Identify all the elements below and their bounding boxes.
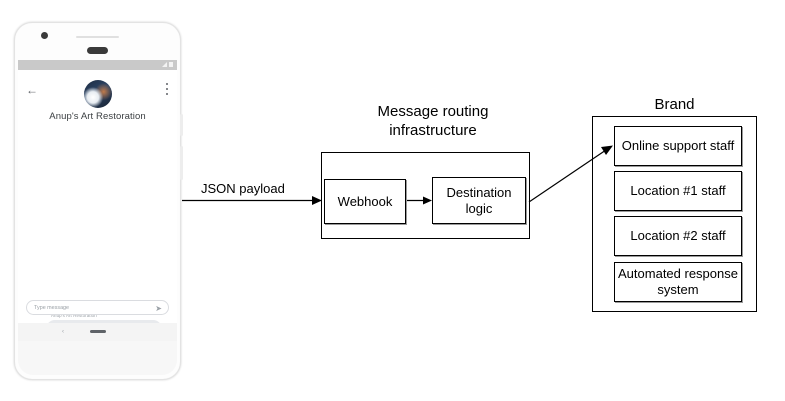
recipient-automated-response-system[interactable]: Automated response system bbox=[614, 262, 742, 302]
nav-home-pill-icon[interactable] bbox=[90, 330, 106, 333]
phone-mockup: ← Anup's Art Restoration Anup's Art Rest… bbox=[14, 22, 183, 380]
overflow-menu-icon[interactable] bbox=[166, 83, 169, 96]
message-input-placeholder[interactable]: Type message bbox=[34, 305, 70, 311]
earpiece-icon bbox=[76, 36, 119, 38]
phone-power-button[interactable] bbox=[180, 114, 183, 136]
signal-triangle-icon bbox=[162, 62, 167, 67]
arrow-destination-to-brand bbox=[528, 145, 613, 203]
front-camera-icon bbox=[41, 32, 48, 39]
incoming-message-sender: Anup's Art Restoration bbox=[51, 313, 97, 318]
arrow-back-icon[interactable]: ← bbox=[26, 83, 38, 97]
infrastructure-title: Message routing infrastructure bbox=[333, 102, 533, 140]
recipient-location-1-staff[interactable]: Location #1 staff bbox=[614, 171, 742, 211]
send-icon[interactable]: ➤ bbox=[155, 303, 162, 313]
arrow-webhook-to-destination bbox=[405, 196, 432, 205]
battery-icon bbox=[169, 62, 173, 67]
recipient-online-support-staff[interactable]: Online support staff bbox=[614, 126, 742, 166]
brand-title: Brand bbox=[654, 96, 695, 113]
speaker-grill-icon bbox=[87, 47, 108, 54]
node-destination-logic[interactable]: Destination logic bbox=[432, 177, 526, 224]
brand-container bbox=[592, 116, 757, 312]
status-bar-icons bbox=[162, 62, 173, 67]
phone-volume-button[interactable] bbox=[180, 146, 183, 180]
infrastructure-title-line-1: Message routing bbox=[377, 103, 489, 120]
brand-avatar-image bbox=[83, 80, 112, 108]
json-payload-label: JSON payload bbox=[201, 181, 285, 196]
node-webhook[interactable]: Webhook bbox=[324, 179, 406, 224]
infrastructure-title-line-2: infrastructure bbox=[389, 122, 477, 140]
message-composer[interactable]: Type message ➤ bbox=[26, 300, 169, 315]
recipient-location-2-staff[interactable]: Location #2 staff bbox=[614, 216, 742, 256]
arrow-json-payload bbox=[182, 196, 322, 205]
chat-brand-name: Anup's Art Restoration bbox=[49, 111, 146, 122]
phone-nav-bar: ‹ bbox=[18, 323, 177, 341]
nav-back-icon[interactable]: ‹ bbox=[62, 329, 64, 335]
status-bar bbox=[18, 60, 177, 70]
phone-chin bbox=[18, 341, 177, 375]
infrastructure-container bbox=[321, 152, 530, 239]
